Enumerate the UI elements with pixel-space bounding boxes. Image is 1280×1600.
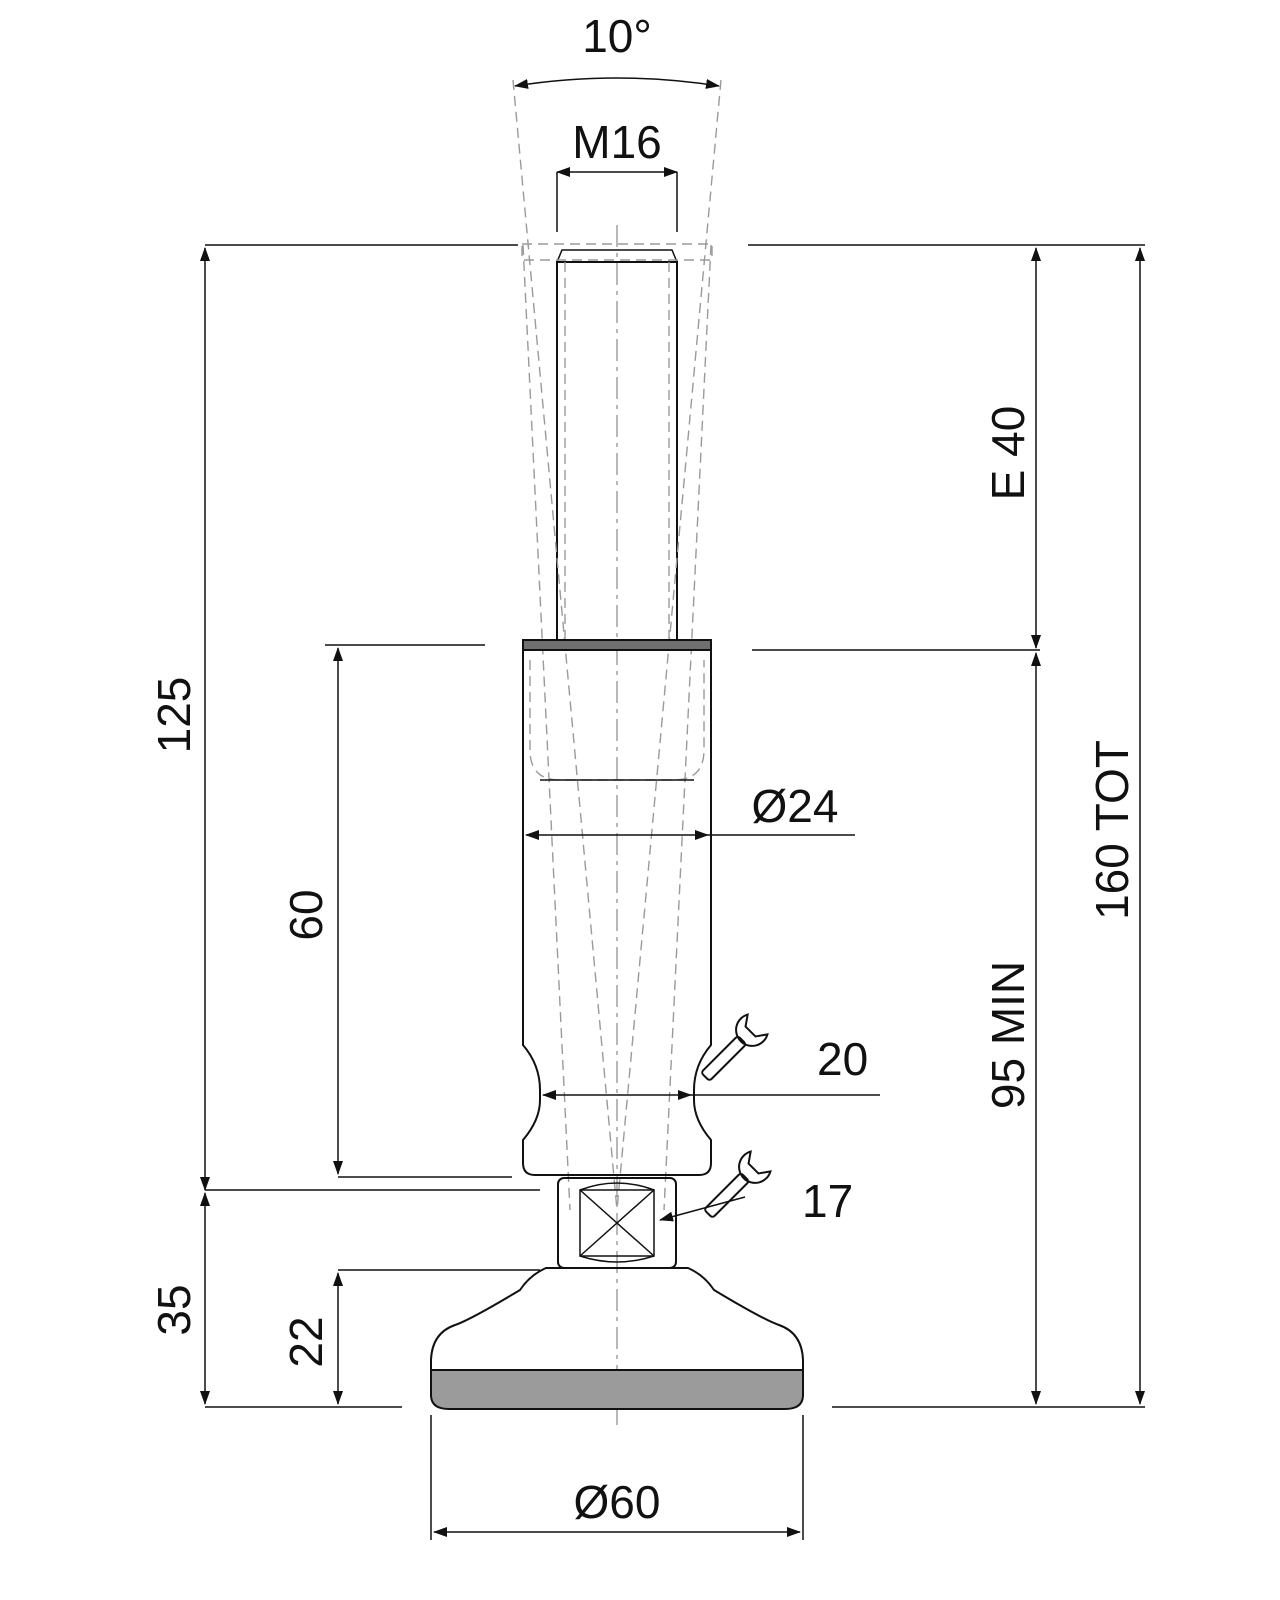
body-cylinder (522, 650, 712, 1176)
thread-length-label: E 40 (982, 406, 1034, 501)
base-height-label: 22 (280, 1316, 332, 1367)
lower-height-label: 35 (148, 1284, 200, 1335)
min-height-label: 95 MIN (982, 961, 1034, 1109)
body-diameter-label: Ø24 (752, 780, 839, 832)
wrench-icon (701, 1013, 769, 1081)
total-height-label: 125 (148, 677, 200, 754)
body-length-label: 60 (280, 889, 332, 940)
base-foot (430, 1267, 804, 1410)
wrench-hex-label: 17 (802, 1175, 853, 1227)
total-length-label: 160 TOT (1086, 740, 1138, 920)
rubber-pad (430, 1369, 804, 1410)
wrench-body-label: 20 (817, 1033, 868, 1085)
part-outline (430, 79, 804, 1425)
thread-label: M16 (572, 116, 661, 168)
base-diameter-label: Ø60 (574, 1476, 661, 1528)
wrench-icon (704, 1150, 772, 1218)
angle-label: 10° (582, 10, 652, 62)
collar (522, 639, 712, 651)
dimension-lines (200, 77, 1145, 1540)
